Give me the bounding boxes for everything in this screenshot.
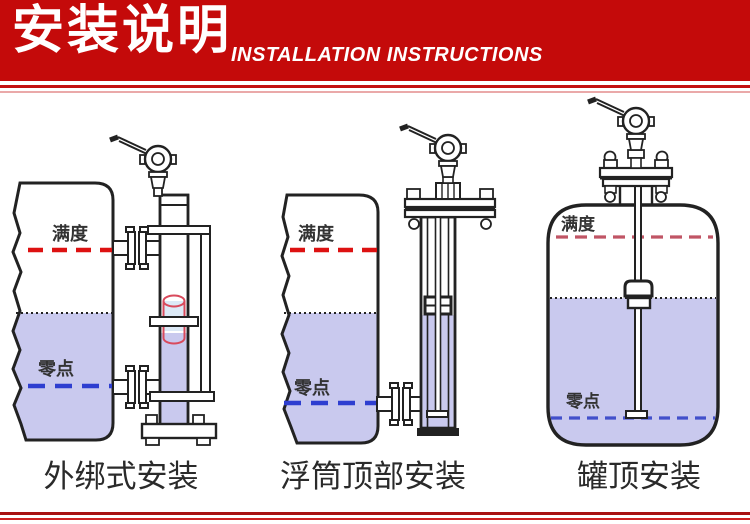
tank xyxy=(11,181,115,442)
rod-end-plate xyxy=(426,410,449,418)
zero-label: 零点 xyxy=(37,358,74,379)
transmitter-head-icon xyxy=(588,99,654,150)
footer-line-dark xyxy=(0,512,750,515)
top-flange xyxy=(403,188,497,230)
tank xyxy=(280,193,380,445)
figure-caption: 浮筒顶部安装 xyxy=(280,459,466,494)
footer-line-bright xyxy=(0,518,750,520)
transmitter-head-icon xyxy=(400,126,466,177)
tank-liquid xyxy=(282,313,378,443)
displacer-float xyxy=(623,279,654,310)
rod-end-plate xyxy=(625,410,648,419)
figure-external-strap-installation: 满度 零点 xyxy=(0,85,250,505)
figure-displacer-top-installation: 满度 零点 xyxy=(250,85,500,505)
tank-liquid xyxy=(548,298,718,445)
transmitter-mount xyxy=(627,149,645,169)
strap-brackets xyxy=(147,225,215,402)
header-banner: 安装说明 INSTALLATION INSTRUCTIONS xyxy=(0,0,750,81)
full-scale-label: 满度 xyxy=(52,223,89,244)
zero-label: 零点 xyxy=(565,391,600,411)
chamber-liquid xyxy=(161,333,187,428)
top-flange xyxy=(598,150,674,205)
header-divider-red xyxy=(0,85,750,88)
full-scale-label: 满度 xyxy=(298,223,335,244)
page-title-zh: 安装说明 xyxy=(12,2,233,60)
figure-caption: 外绑式安装 xyxy=(44,459,199,494)
figure-tank-top-installation: 满度 零点 xyxy=(500,85,750,505)
transmitter-head-icon xyxy=(110,137,176,188)
transmitter-mount xyxy=(435,176,461,200)
base-stand xyxy=(140,414,218,446)
chamber-bottom-cap xyxy=(417,428,459,436)
figure-caption: 罐顶安装 xyxy=(577,459,701,494)
flanged-nozzle xyxy=(376,382,426,426)
header-divider-pink xyxy=(0,91,750,93)
tank xyxy=(546,203,720,447)
zero-label: 零点 xyxy=(293,377,330,398)
tank-liquid xyxy=(13,313,113,440)
full-scale-label: 满度 xyxy=(561,214,596,234)
sensor-rod xyxy=(434,216,442,412)
page-title-en: INSTALLATION INSTRUCTIONS xyxy=(231,44,543,66)
